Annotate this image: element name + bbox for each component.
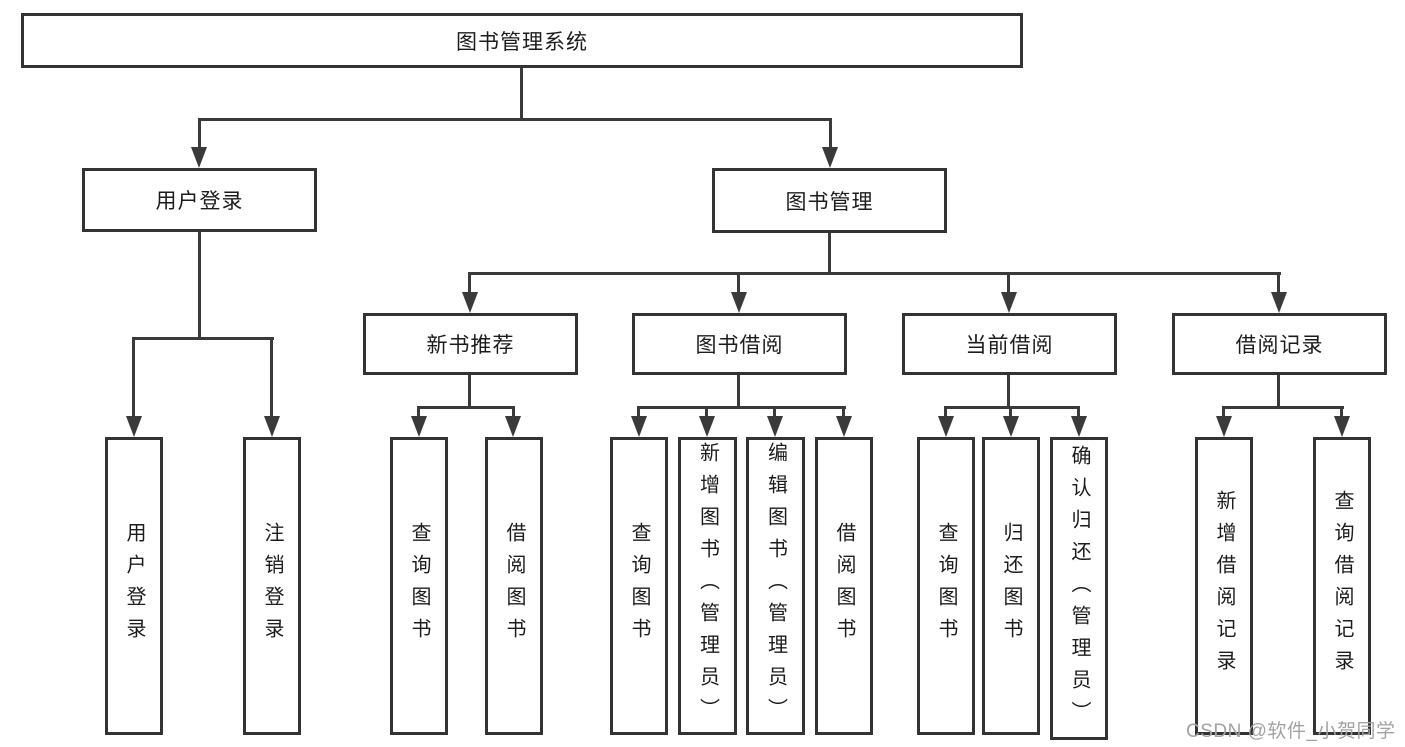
arrowhead-down-icon: [938, 416, 954, 437]
connector-line: [637, 406, 640, 419]
arrowhead-down-icon: [1334, 416, 1350, 437]
connector-line: [1222, 406, 1344, 409]
connector-line: [773, 406, 776, 419]
leaf-user-login: 用户登录: [105, 437, 163, 735]
leaf-label: 查询图书: [408, 522, 430, 650]
node-user-login: 用户登录: [82, 168, 317, 232]
connector-line: [198, 230, 201, 340]
leaf-label: 借阅图书: [833, 522, 855, 650]
connector-line: [1007, 272, 1010, 295]
arrowhead-down-icon: [731, 292, 747, 313]
node-label: 用户登录: [155, 190, 244, 213]
leaf-label: 新增借阅记录: [1213, 490, 1235, 682]
arrowhead-down-icon: [836, 416, 852, 437]
connector-line: [828, 231, 831, 274]
arrowhead-down-icon: [264, 416, 280, 437]
arrowhead-down-icon: [1001, 292, 1017, 313]
arrowhead-down-icon: [767, 416, 783, 437]
watermark: CSDN @软件_小贺同学: [1186, 721, 1396, 742]
connector-line: [944, 406, 1080, 409]
node-book-borrowing: 图书借阅: [632, 313, 847, 375]
node-label: 图书管理: [785, 190, 874, 214]
node-label: 新书推荐: [426, 334, 515, 357]
node-label: 借阅记录: [1235, 334, 1324, 357]
leaf-return-books: 归还图书: [982, 437, 1040, 735]
connector-line: [1222, 406, 1225, 419]
arrowhead-down-icon: [1071, 416, 1087, 437]
arrowhead-down-icon: [126, 416, 142, 437]
leaf-query-borrow-record: 查询借阅记录: [1313, 437, 1371, 735]
leaf-label: 确认归还（管理员）: [1068, 444, 1090, 733]
connector-line: [270, 337, 273, 416]
connector-line: [468, 373, 471, 408]
connector-line: [705, 406, 708, 419]
node-label: 图书借阅: [695, 334, 784, 357]
leaf-label: 注销登录: [261, 522, 283, 650]
node-label: 当前借阅: [965, 334, 1054, 357]
leaf-borrow-books-1: 借阅图书: [485, 437, 543, 735]
node-current-borrowing: 当前借阅: [902, 313, 1117, 375]
connector-line: [417, 406, 420, 419]
leaf-label: 归还图书: [1000, 522, 1022, 650]
leaf-logout: 注销登录: [243, 437, 301, 735]
leaf-label: 查询图书: [935, 522, 957, 650]
connector-line: [737, 272, 740, 295]
connector-line: [1007, 373, 1010, 408]
node-root-label: 图书管理系统: [456, 30, 588, 54]
connector-line: [1340, 406, 1343, 419]
connector-line: [842, 406, 845, 419]
connector-line: [512, 406, 515, 419]
leaf-label: 编辑图书（管理员）: [764, 442, 787, 730]
arrowhead-down-icon: [699, 416, 715, 437]
node-root: 图书管理系统: [21, 13, 1023, 68]
arrowhead-down-icon: [191, 147, 207, 168]
connector-line: [417, 406, 515, 409]
leaf-confirm-return-admin: 确认归还（管理员）: [1050, 437, 1108, 740]
node-book-management: 图书管理: [712, 168, 947, 233]
leaf-label: 查询图书: [628, 522, 650, 650]
connector-line: [520, 66, 523, 120]
leaf-label: 新增图书（管理员）: [696, 442, 719, 730]
leaf-label: 查询借阅记录: [1331, 490, 1353, 682]
arrowhead-down-icon: [822, 147, 838, 168]
leaf-query-books-2: 查询图书: [610, 437, 668, 735]
connector-line: [829, 118, 832, 151]
leaf-label: 用户登录: [123, 522, 145, 650]
arrowhead-down-icon: [505, 416, 521, 437]
connector-line: [737, 373, 740, 408]
connector-line: [468, 272, 471, 295]
leaf-add-books-admin: 新增图书（管理员）: [678, 437, 737, 735]
arrowhead-down-icon: [1216, 416, 1232, 437]
connector-line: [1009, 406, 1012, 419]
connector-line: [1277, 373, 1280, 408]
connector-line: [1077, 406, 1080, 419]
leaf-borrow-books-2: 借阅图书: [815, 437, 873, 735]
leaf-add-borrow-record: 新增借阅记录: [1195, 437, 1253, 735]
connector-line: [198, 118, 201, 151]
node-borrow-records: 借阅记录: [1172, 313, 1387, 375]
leaf-query-books-1: 查询图书: [390, 437, 448, 735]
connector-line: [132, 337, 135, 416]
arrowhead-down-icon: [1003, 416, 1019, 437]
leaf-query-books-3: 查询图书: [917, 437, 975, 735]
connector-line: [1277, 272, 1280, 295]
node-new-book-recommend: 新书推荐: [363, 313, 578, 375]
connector-line: [198, 118, 832, 121]
arrowhead-down-icon: [1271, 292, 1287, 313]
connector-line: [637, 406, 846, 409]
leaf-edit-books-admin: 编辑图书（管理员）: [746, 437, 805, 735]
arrowhead-down-icon: [462, 292, 478, 313]
arrowhead-down-icon: [631, 416, 647, 437]
connector-line: [944, 406, 947, 419]
leaf-label: 借阅图书: [503, 522, 525, 650]
connector-line: [132, 337, 274, 340]
connector-line: [468, 272, 1281, 275]
arrowhead-down-icon: [411, 416, 427, 437]
